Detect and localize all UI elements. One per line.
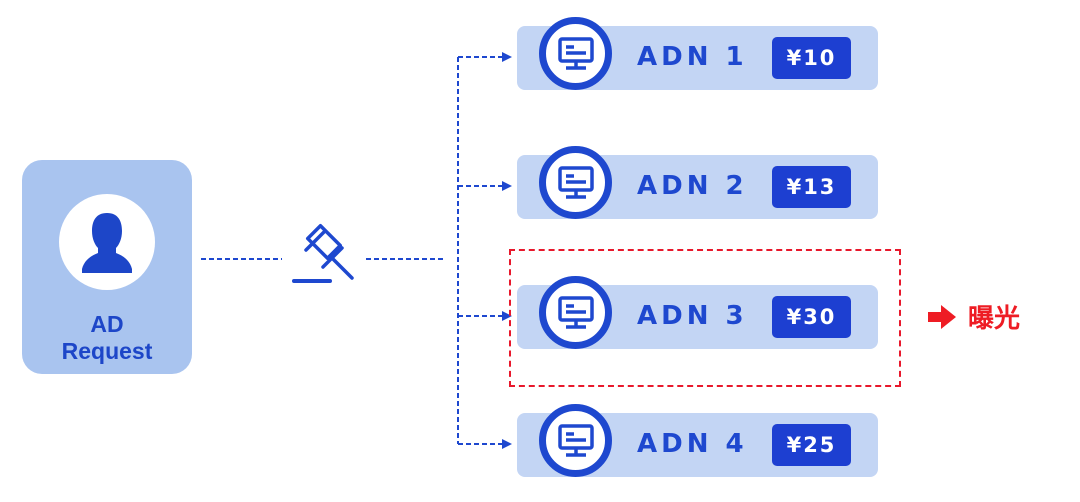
monitor-icon (557, 423, 594, 457)
price-badge: ¥25 (772, 424, 851, 466)
user-icon (82, 213, 132, 273)
monitor-icon (557, 36, 594, 70)
adn-row: ADN 4 ¥25 (517, 404, 878, 477)
request-line1: AD (90, 311, 124, 337)
adn-name: ADN 1 (637, 42, 748, 72)
adn-row: ADN 1 ¥10 (517, 17, 878, 90)
gavel-icon (292, 223, 354, 283)
price-badge: ¥13 (772, 166, 851, 208)
request-line2: Request (61, 338, 153, 364)
winner-highlight-box (509, 249, 901, 387)
adn-icon-circle (539, 276, 612, 349)
ad-request-card: AD Request (22, 160, 192, 374)
arrow-right-icon (928, 304, 956, 329)
adn-name: ADN 4 (637, 429, 748, 459)
monitor-icon (557, 165, 594, 199)
adn-row: ADN 2 ¥13 (517, 146, 878, 219)
monitor-icon (557, 295, 594, 329)
adn-icon-circle (539, 17, 612, 90)
price-badge: ¥10 (772, 37, 851, 79)
adn-icon-circle (539, 404, 612, 477)
user-avatar (59, 194, 155, 290)
price-badge: ¥30 (772, 296, 851, 338)
adn-name: ADN 2 (637, 171, 748, 201)
adn-name: ADN 3 (637, 301, 748, 331)
ad-request-label: AD Request (22, 311, 192, 365)
adn-row-winner: ADN 3 ¥30 (517, 276, 878, 349)
adn-icon-circle (539, 146, 612, 219)
exposure-label: 曝光 (968, 304, 1021, 334)
winner-exposure: 曝光 (928, 298, 1020, 335)
